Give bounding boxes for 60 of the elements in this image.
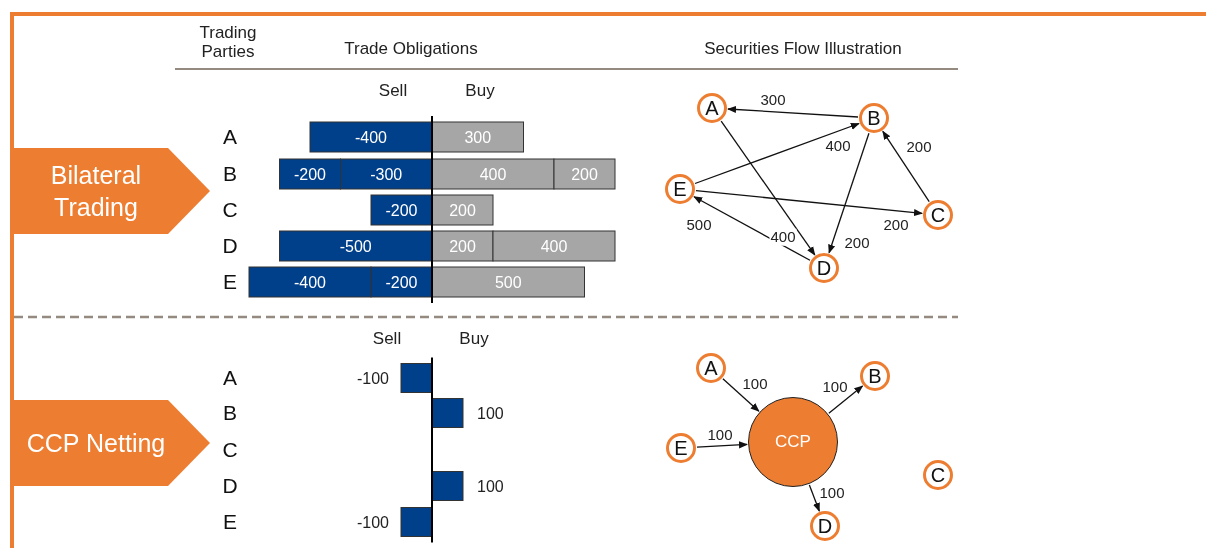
category-label: C: [222, 198, 238, 221]
bar-value-label: -400: [294, 274, 326, 291]
edge-label: 400: [769, 228, 797, 246]
bar-value-label: -200: [385, 274, 418, 291]
bar-value-label: 300: [464, 129, 492, 146]
column-header: Trade Obligations: [344, 40, 478, 59]
party-circle: E: [666, 433, 696, 463]
arrow: [882, 130, 930, 203]
party-circle: A: [697, 93, 727, 123]
party-circle: E: [665, 174, 695, 204]
column-header: Buy: [465, 82, 495, 101]
arrow: [693, 196, 811, 261]
bar-value-label: 100: [477, 478, 504, 495]
category-label: A: [223, 366, 237, 389]
arrow: [808, 484, 820, 512]
arrow: [695, 189, 923, 217]
chevron-label: CCP Netting: [12, 400, 210, 486]
party-circle: A: [696, 353, 726, 383]
category-label: B: [223, 162, 237, 185]
party-circle: C: [923, 460, 953, 490]
bar-value-label: 200: [449, 238, 476, 255]
column-header: Buy: [459, 330, 489, 349]
arrow: [696, 441, 748, 449]
hub-circle: CCP: [748, 397, 838, 487]
bar-value-label: -200: [385, 202, 418, 219]
arrow: [727, 105, 859, 118]
party-circle: B: [860, 361, 890, 391]
category-label: C: [222, 438, 238, 461]
column-header: Sell: [372, 330, 402, 349]
bar-value-label: 200: [449, 202, 476, 219]
bar-value-label: -400: [355, 129, 387, 146]
party-circle: D: [809, 253, 839, 283]
arrow: [694, 122, 860, 185]
party-circle: B: [859, 103, 889, 133]
category-label: D: [222, 474, 238, 497]
arrow: [720, 120, 816, 256]
category-label: D: [222, 234, 238, 257]
category-label: E: [223, 270, 237, 293]
bar-value-label: -100: [356, 370, 389, 387]
bar-value-label: 500: [494, 274, 522, 291]
bar-value-label: 400: [540, 238, 568, 255]
arrow: [722, 378, 760, 412]
bar-value-label: -200: [294, 166, 326, 183]
bar-value-label: -100: [356, 514, 389, 531]
bar-value-label: -500: [339, 238, 372, 255]
arrow: [828, 385, 864, 414]
chevron-label: Bilateral Trading: [12, 148, 210, 234]
category-label: A: [223, 125, 237, 148]
bar-value-label: 100: [477, 405, 504, 422]
arrow: [828, 132, 870, 254]
bar-value-label: -300: [370, 166, 403, 183]
category-label: B: [223, 401, 237, 424]
category-label: E: [223, 510, 237, 533]
column-header: Securities Flow Illustration: [704, 40, 902, 59]
party-circle: C: [923, 200, 953, 230]
bar-value-label: 400: [479, 166, 507, 183]
bar-value-label: 200: [571, 166, 598, 183]
column-header: Trading Parties: [198, 24, 258, 62]
party-circle: D: [810, 511, 840, 541]
column-header: Sell: [378, 82, 408, 101]
